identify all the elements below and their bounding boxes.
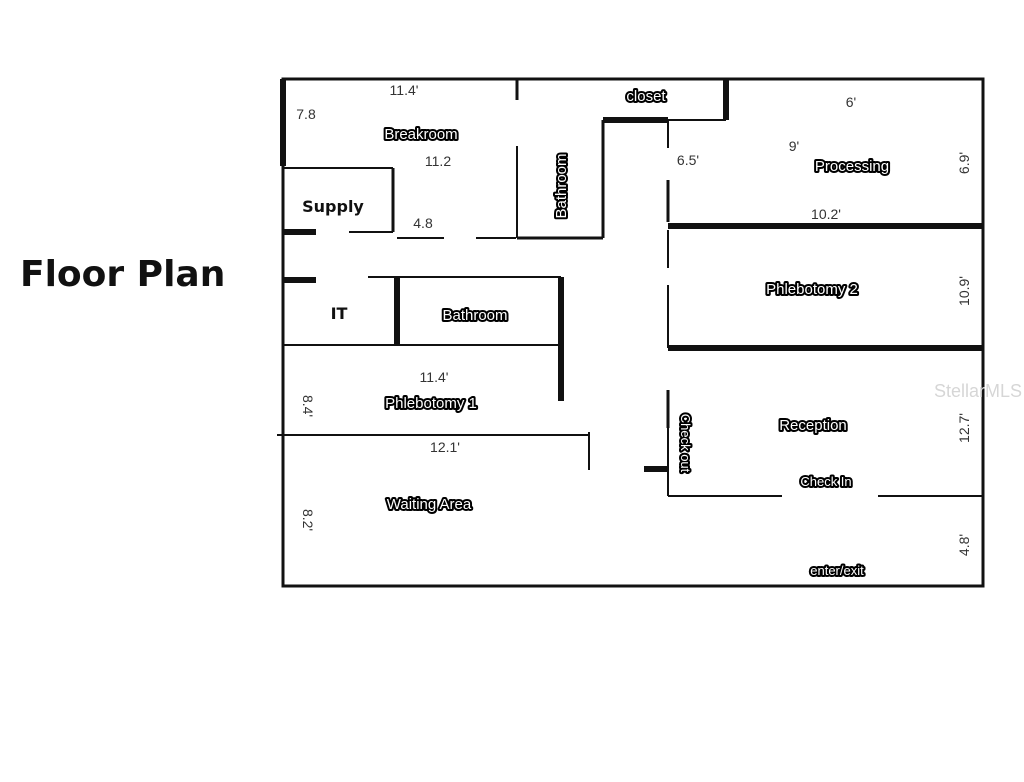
room-label-bathroom: Bathroom (553, 153, 570, 218)
room-label-waiting-area: Waiting Area (387, 496, 472, 513)
dimension-label: 9' (789, 138, 799, 154)
room-label-breakroom: Breakroom (384, 126, 457, 143)
dimension-label: 12.1' (430, 439, 460, 455)
dimension-label: 6' (846, 94, 856, 110)
room-label-bathroom: Bathroom (442, 307, 507, 324)
dimension-label: 8.2' (300, 509, 316, 531)
dimension-label: 8.4' (300, 395, 316, 417)
dimension-label: 4.8 (413, 215, 433, 231)
room-label-enter-exit: enter/exit (810, 563, 864, 578)
dimension-label: 10.9' (956, 276, 972, 306)
outer-wall (281, 77, 985, 588)
room-label-reception: Reception (779, 417, 847, 434)
dimension-label: 6.5' (677, 152, 699, 168)
room-label-processing: Processing (815, 158, 889, 175)
page-title: Floor Plan (20, 254, 226, 295)
dimension-label: 11.4' (420, 369, 449, 385)
room-label-phlebotomy-2: Phlebotomy 2 (766, 281, 858, 298)
dimension-label: 4.8' (956, 534, 972, 556)
room-label-phlebotomy-1: Phlebotomy 1 (385, 395, 477, 412)
dimension-label: 6.9' (956, 152, 972, 174)
dimension-label: 7.8 (296, 106, 316, 122)
room-label-it: IT (331, 304, 348, 323)
room-label-closet: closet (626, 88, 666, 105)
dimension-label: 11.4' (390, 82, 419, 98)
room-label-check-out: Check out (678, 414, 693, 473)
dimension-label: 10.2' (811, 206, 841, 222)
dimension-label: 11.2 (425, 153, 451, 169)
watermark: StellarMLS (934, 381, 1022, 401)
dimension-label: 12.7' (956, 413, 972, 443)
room-label-check-in: Check In (800, 474, 851, 489)
room-label-supply: Supply (302, 197, 364, 216)
